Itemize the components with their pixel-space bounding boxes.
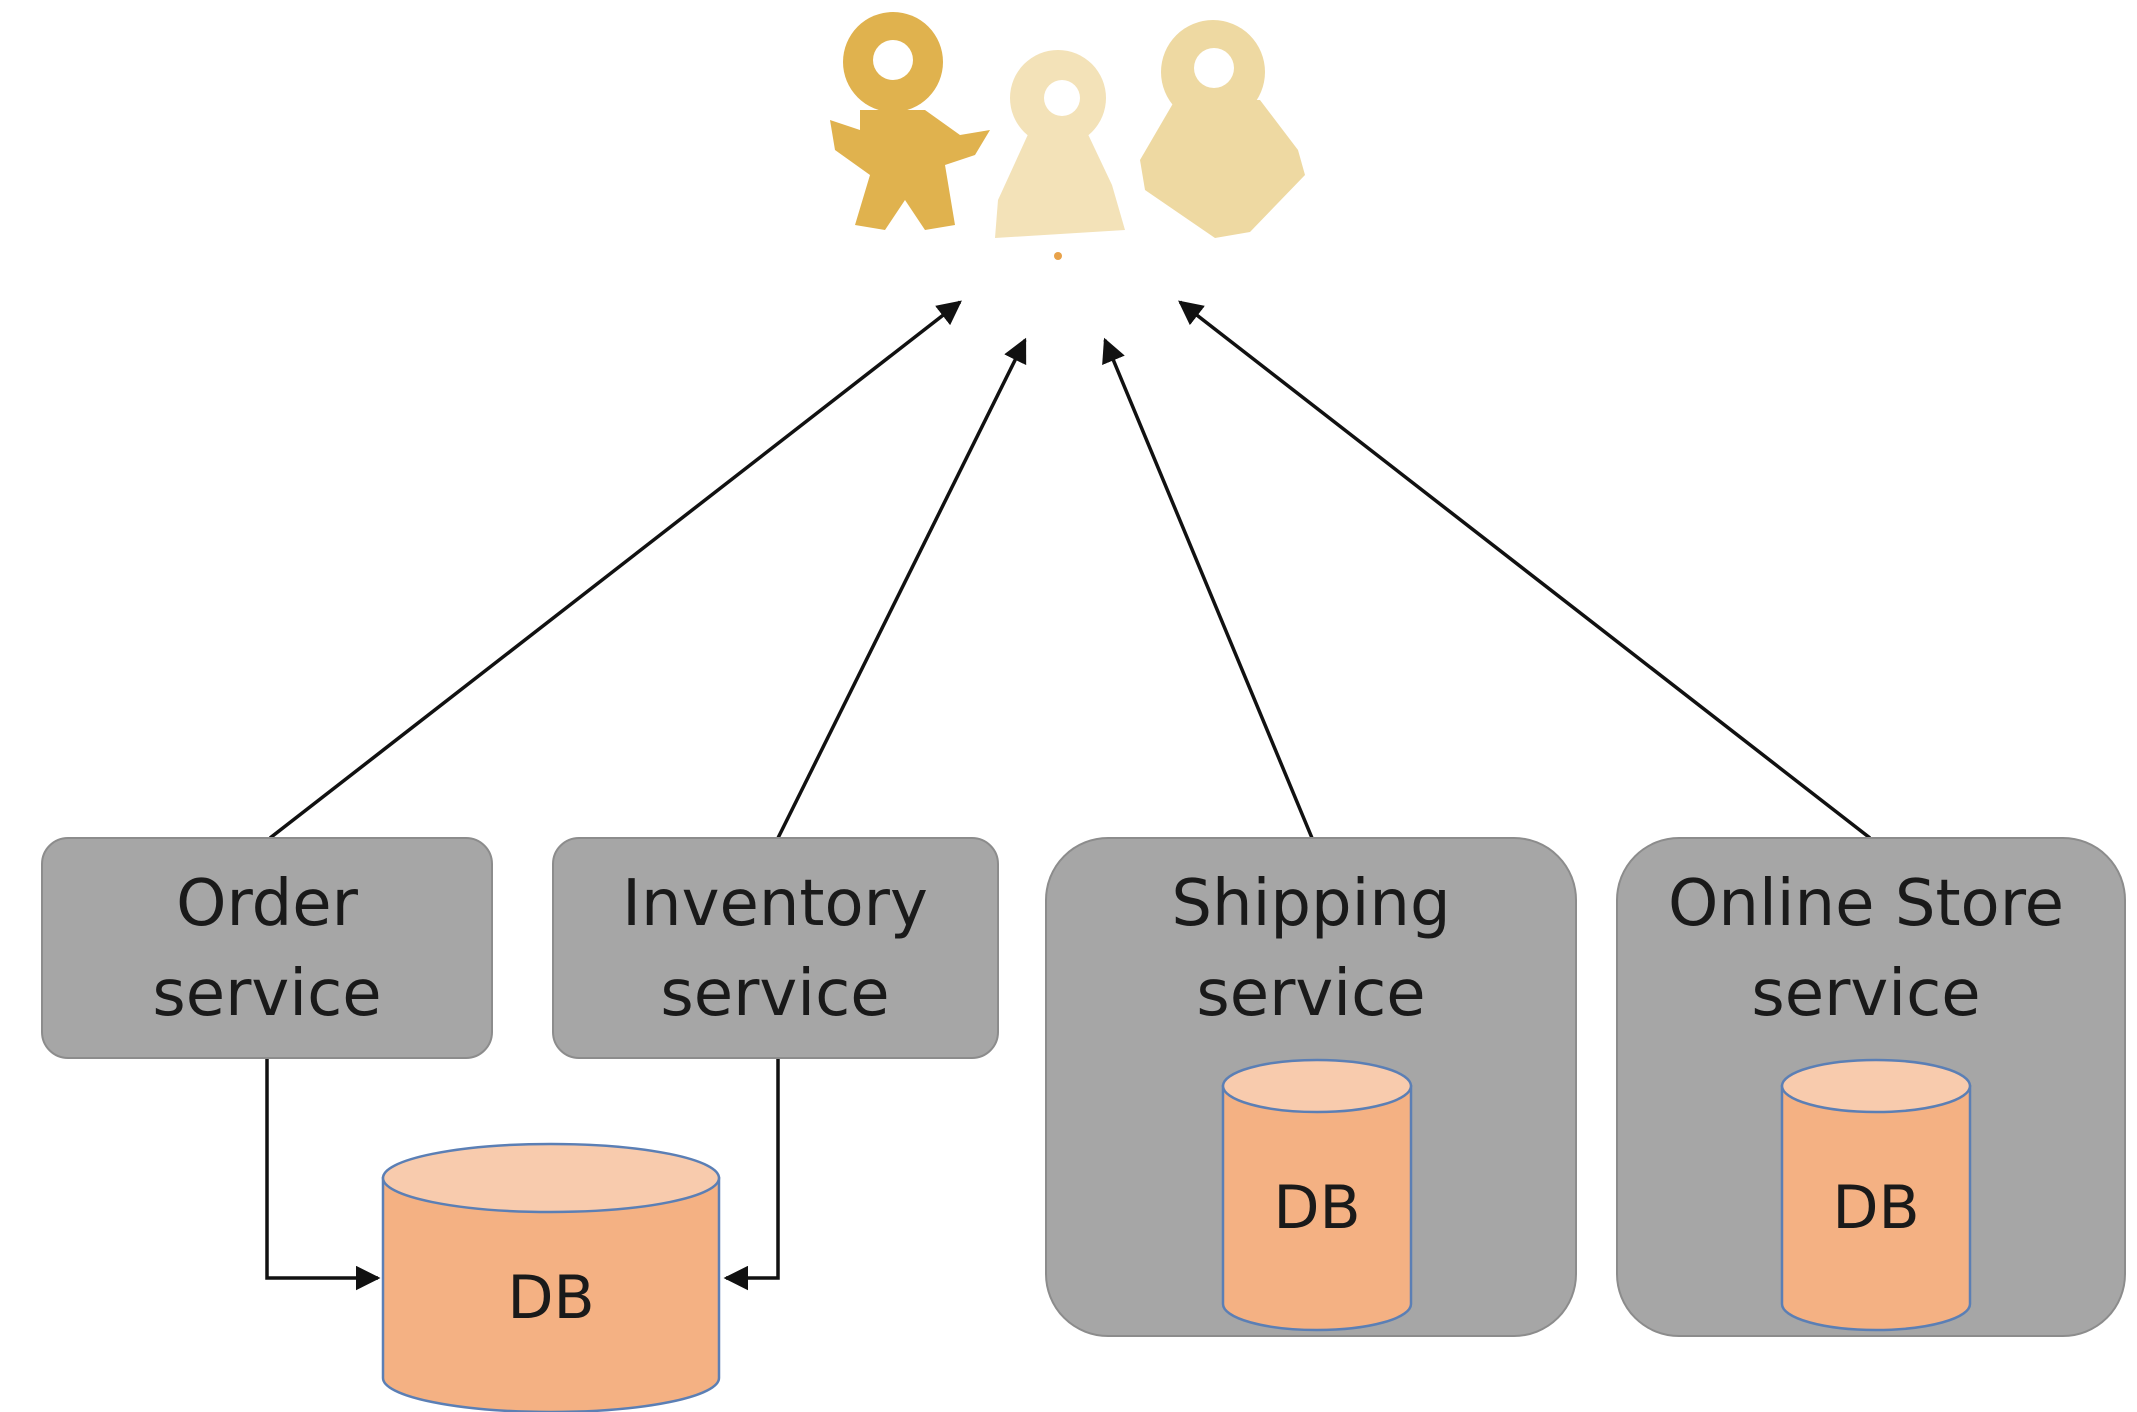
arrow-inventory-to-db bbox=[723, 1058, 780, 1291]
arrow-order-to-users bbox=[268, 300, 962, 840]
shipping-service-label-line1: Shipping bbox=[1171, 867, 1450, 941]
shipping-db-label: DB bbox=[1273, 1173, 1360, 1243]
order-service-box: Order service bbox=[41, 837, 493, 1059]
users-group-icon bbox=[830, 12, 1305, 260]
arrow-order-to-db bbox=[265, 1058, 381, 1291]
inventory-service-label-line2: service bbox=[660, 957, 889, 1031]
shared-database-cylinder: DB bbox=[381, 1142, 721, 1412]
arrow-online-store-to-users bbox=[1178, 300, 1872, 840]
order-service-label-line2: service bbox=[152, 957, 381, 1031]
shared-db-label: DB bbox=[507, 1263, 594, 1333]
user-figure-left-icon bbox=[830, 12, 990, 230]
shipping-service-label-line2: service bbox=[1196, 957, 1425, 1031]
order-service-label-line1: Order bbox=[176, 867, 359, 941]
inventory-service-label-line1: Inventory bbox=[622, 867, 928, 941]
connectors bbox=[265, 300, 1872, 1291]
online-store-service-label-line1: Online Store bbox=[1668, 867, 2064, 941]
online-store-service-label-line2: service bbox=[1751, 957, 1980, 1031]
inventory-service-box: Inventory service bbox=[552, 837, 999, 1059]
arrow-inventory-to-users bbox=[776, 337, 1027, 839]
online-store-db-label: DB bbox=[1832, 1173, 1919, 1243]
online-store-database-cylinder: DB bbox=[1780, 1058, 1972, 1332]
shipping-database-cylinder: DB bbox=[1221, 1058, 1413, 1332]
user-figure-middle-icon bbox=[995, 50, 1125, 238]
arrow-shipping-to-users bbox=[1102, 337, 1314, 839]
